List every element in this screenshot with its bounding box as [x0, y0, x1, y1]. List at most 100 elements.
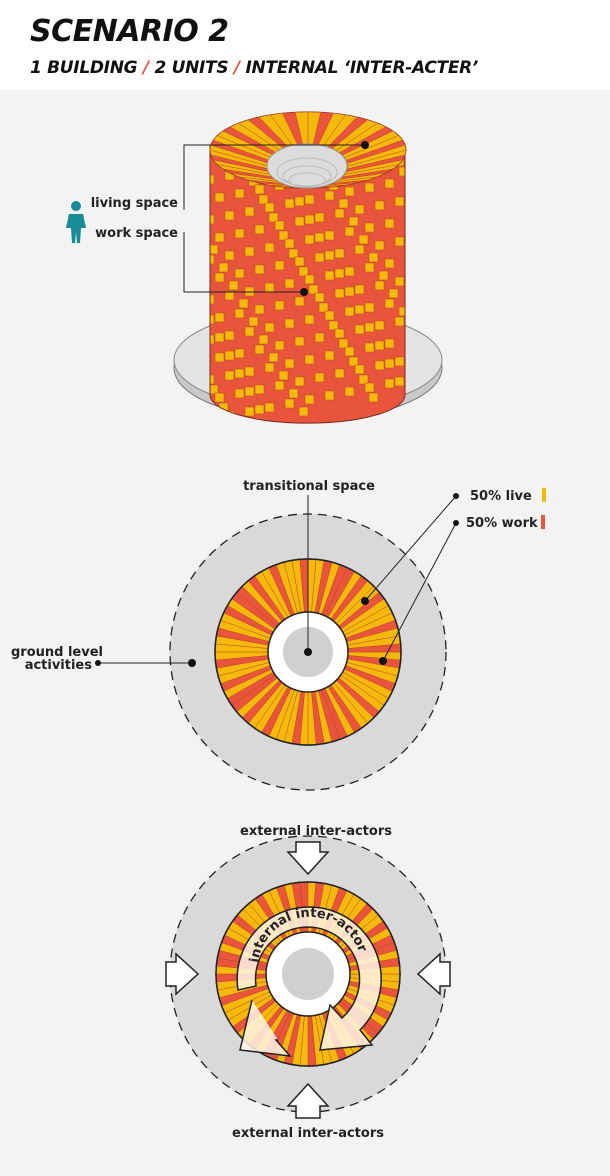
- live-block: [314, 232, 325, 243]
- live-block: [210, 414, 215, 424]
- live-block: [368, 392, 379, 403]
- live-block: [210, 384, 219, 395]
- live-block: [364, 382, 375, 393]
- live-block: [394, 196, 405, 207]
- arrow-bottom: [286, 1082, 330, 1119]
- live-block: [415, 133, 424, 142]
- label-external-bottom: external inter-actors: [232, 1126, 384, 1141]
- live-block: [218, 262, 229, 273]
- live-block: [284, 398, 295, 409]
- live-block: [294, 376, 305, 387]
- live-block: [228, 280, 239, 291]
- live-block: [324, 270, 335, 281]
- live-block: [374, 240, 385, 251]
- live-block: [344, 346, 355, 357]
- building-stripes: [210, 133, 428, 424]
- live-block: [374, 280, 385, 291]
- live-block: [210, 334, 215, 345]
- live-block: [338, 338, 349, 349]
- live-block: [254, 404, 265, 415]
- live-block: [254, 264, 265, 275]
- live-block: [318, 302, 329, 313]
- live-block: [284, 278, 295, 289]
- live-block: [294, 216, 305, 227]
- live-block: [264, 362, 275, 373]
- live-swatch: [542, 488, 546, 502]
- live-block: [354, 304, 365, 315]
- live-block: [294, 256, 305, 267]
- subtitle-part-building: 1 BUILDING: [30, 58, 143, 78]
- live-block: [288, 248, 299, 259]
- live-block: [415, 313, 424, 322]
- live-block: [394, 276, 405, 287]
- live-block: [254, 344, 265, 355]
- live-block: [374, 200, 385, 211]
- live-block: [210, 214, 215, 225]
- live-block: [284, 238, 295, 249]
- live-block: [314, 292, 325, 303]
- label-transitional-space: transitional space: [243, 479, 375, 494]
- live-block: [254, 184, 265, 195]
- live-block: [304, 274, 315, 285]
- live-block: [214, 352, 225, 363]
- live-block: [304, 234, 315, 245]
- live-block: [364, 342, 375, 353]
- live-block: [258, 194, 269, 205]
- live-block: [354, 284, 365, 295]
- live-block: [244, 406, 255, 417]
- live-block: [334, 368, 345, 379]
- arrow-top: [286, 841, 330, 876]
- live-block: [358, 234, 369, 245]
- live-block: [374, 360, 385, 371]
- live-block: [304, 314, 315, 325]
- live-block: [210, 254, 215, 265]
- live-block: [358, 374, 369, 385]
- live-block: [324, 390, 335, 401]
- live-block: [274, 220, 285, 231]
- live-block: [374, 340, 385, 351]
- live-block: [394, 236, 405, 247]
- live-block: [274, 380, 285, 391]
- live-block: [268, 352, 279, 363]
- live-block: [364, 322, 375, 333]
- live-block: [364, 302, 375, 313]
- live-block: [364, 222, 375, 233]
- live-block: [388, 288, 399, 299]
- person-icon: [66, 201, 86, 243]
- live-block: [210, 294, 215, 305]
- live-block: [210, 314, 215, 325]
- live-block: [404, 294, 405, 305]
- live-block: [278, 230, 289, 241]
- live-block: [258, 334, 269, 345]
- live-block: [384, 338, 395, 349]
- arrow-left: [165, 952, 200, 996]
- live-block: [348, 356, 359, 367]
- live-block: [274, 340, 285, 351]
- subtitle-part-units: 2 UNITS: [148, 58, 234, 78]
- live-block: [244, 246, 255, 257]
- live-block: [354, 364, 365, 375]
- live-block: [210, 374, 215, 385]
- live-block: [224, 210, 235, 221]
- live-block: [214, 192, 225, 203]
- live-block: [314, 372, 325, 383]
- live-block: [354, 244, 365, 255]
- live-block: [244, 366, 255, 377]
- live-block: [234, 308, 245, 319]
- leader-living-space: [183, 144, 365, 210]
- label-activities: activities: [25, 658, 93, 673]
- arrow-right: [416, 952, 451, 996]
- live-block: [304, 354, 315, 365]
- live-block: [294, 196, 305, 207]
- live-block: [210, 244, 219, 255]
- live-block: [244, 386, 255, 397]
- live-block: [334, 208, 345, 219]
- label-ground-level: ground level: [11, 645, 103, 660]
- live-block: [304, 394, 315, 405]
- live-block: [404, 254, 405, 265]
- live-block: [419, 203, 428, 212]
- live-block: [344, 266, 355, 277]
- live-block: [324, 230, 335, 241]
- live-block: [344, 386, 355, 397]
